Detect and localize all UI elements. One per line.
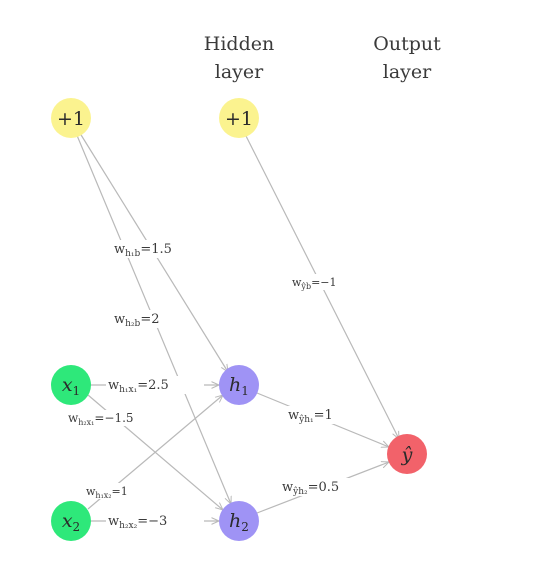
weight-label-h1-b: wh₁b=1.5 — [114, 242, 172, 259]
hidden-layer-header-line1: Hidden — [204, 33, 274, 55]
node-x2: x2 — [51, 501, 91, 541]
node-yhat: ŷ — [387, 434, 427, 474]
node-bias-input: +1 — [51, 98, 91, 138]
node-h1: h1 — [219, 365, 259, 405]
node-x1-label: x1 — [62, 374, 80, 398]
node-h2: h2 — [219, 501, 259, 541]
weight-label-y-h1: wŷh₁=1 — [288, 408, 333, 425]
weight-label-h1-x1: wh₁x₁=2.5 — [108, 378, 169, 395]
weight-label-y-h2: wŷh₂=0.5 — [282, 480, 339, 497]
node-h2-label: h2 — [229, 510, 249, 534]
node-h2-circle — [219, 501, 259, 541]
weight-label-h2-x1: wh₂x₁=−1.5 — [68, 411, 134, 427]
weight-labels: wh₁b=1.5 wh₂b=2 wh₁x₁=2.5 wh₂x₁=−1.5 wh₁… — [66, 240, 368, 531]
weight-label-h2-x2: wh₂x₂=−3 — [108, 514, 167, 531]
node-x2-circle — [51, 501, 91, 541]
node-x2-label: x2 — [62, 510, 80, 534]
node-h1-circle — [219, 365, 259, 405]
node-bias-hidden-circle — [219, 98, 259, 138]
nodes: +1 +1 x1 x2 h1 h2 — [51, 98, 427, 541]
node-yhat-circle — [387, 434, 427, 474]
hidden-layer-header-line2: layer — [215, 61, 264, 83]
output-layer-header-line2: layer — [383, 61, 432, 83]
node-bias-input-circle — [51, 98, 91, 138]
node-h1-label: h1 — [229, 374, 249, 398]
node-x1-circle — [51, 365, 91, 405]
output-layer-header-line1: Output — [373, 33, 441, 55]
node-x1: x1 — [51, 365, 91, 405]
weight-label-y-b: wŷb=−1 — [292, 276, 337, 291]
node-yhat-label: ŷ — [401, 444, 413, 466]
weight-label-h1-x2: wh₁x₂=1 — [86, 485, 128, 500]
node-bias-hidden: +1 — [219, 98, 259, 138]
node-bias-hidden-label: +1 — [225, 108, 253, 130]
node-bias-input-label: +1 — [57, 108, 85, 130]
weight-label-h2-b: wh₂b=2 — [114, 312, 159, 329]
